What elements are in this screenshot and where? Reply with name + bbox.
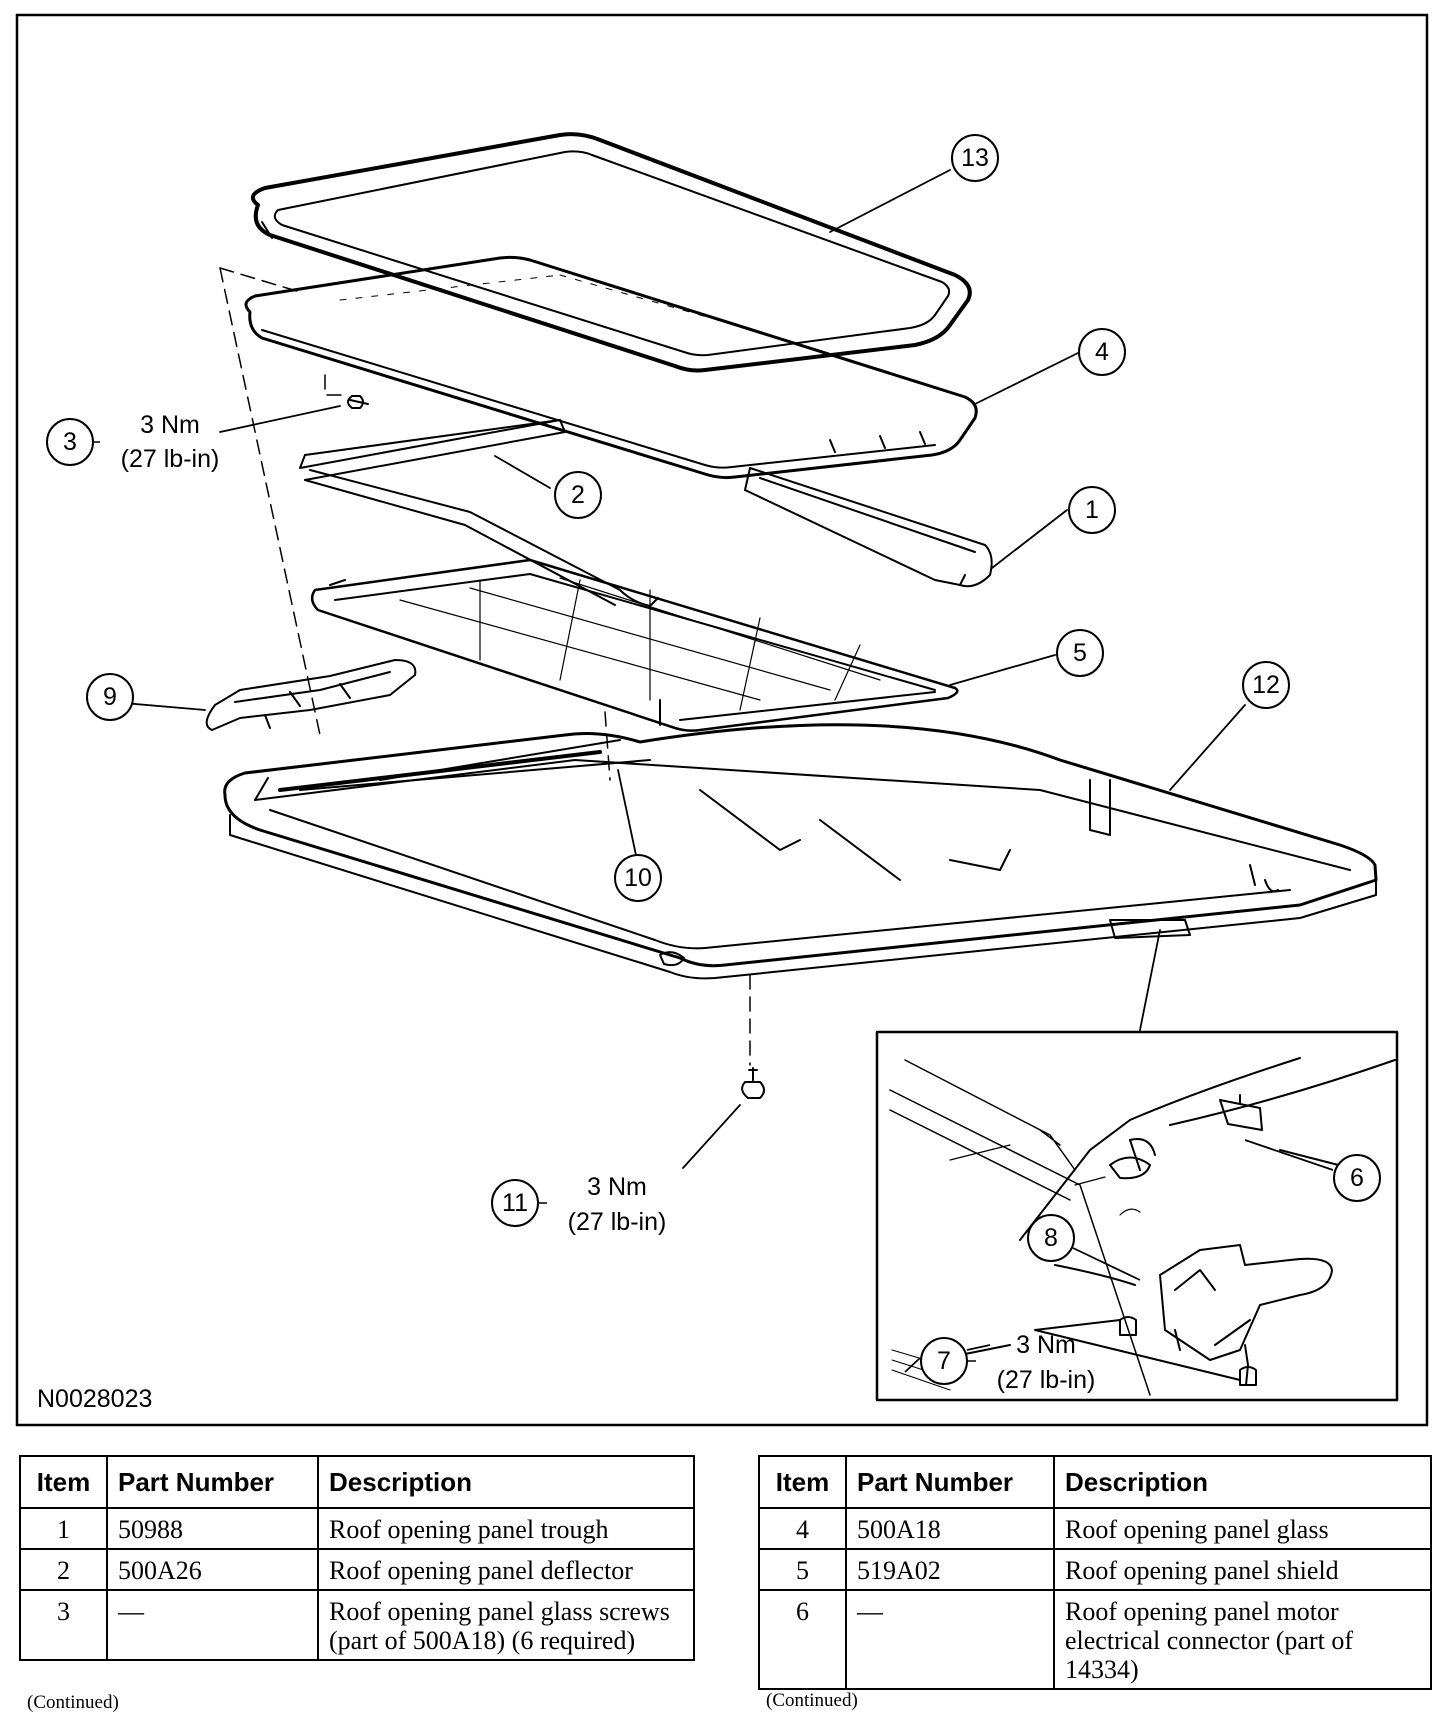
diagram-frame xyxy=(15,13,1429,1427)
torque-11-nm: 3 Nm xyxy=(587,1173,647,1201)
callout-8-label: 8 xyxy=(1044,1224,1058,1252)
table-row: 4 500A18 Roof opening panel glass xyxy=(758,1507,1432,1550)
header-part-number: Part Number xyxy=(106,1455,319,1509)
header-part-number: Part Number xyxy=(845,1455,1055,1509)
cell-item: 3 xyxy=(19,1589,108,1661)
cell-description: Roof opening panel shield xyxy=(1053,1548,1432,1591)
bracket-part xyxy=(205,659,417,731)
cell-part-number: 500A18 xyxy=(845,1507,1055,1550)
diagram-ref-code: N0028023 xyxy=(37,1385,152,1413)
cell-description: Roof opening panel glass screws (part of… xyxy=(317,1589,695,1661)
header-description: Description xyxy=(1053,1455,1432,1509)
callout-11-label: 11 xyxy=(502,1189,528,1217)
cell-part-number: 500A26 xyxy=(106,1548,319,1591)
callout-4-label: 4 xyxy=(1095,338,1109,366)
callout-5-label: 5 xyxy=(1073,639,1087,667)
torque-3-lbin: (27 lb-in) xyxy=(121,445,220,473)
callout-10-circle xyxy=(614,854,662,902)
callout-6-circle xyxy=(1333,1154,1381,1202)
torque-7-lbin: (27 lb-in) xyxy=(997,1366,1096,1394)
callout-6-label: 6 xyxy=(1350,1164,1364,1192)
leader-lines xyxy=(87,169,1246,1169)
glass-panel-part xyxy=(244,255,978,480)
cell-part-number: 519A02 xyxy=(845,1548,1055,1591)
inset-detail xyxy=(875,1030,1399,1402)
table-row: 6 — Roof opening panel motor electrical … xyxy=(758,1589,1432,1690)
callout-3-label: 3 xyxy=(63,428,77,456)
table-row: 5 519A02 Roof opening panel shield xyxy=(758,1548,1432,1591)
callout-5-circle xyxy=(1056,629,1104,677)
cell-item: 1 xyxy=(19,1507,108,1550)
header-item: Item xyxy=(758,1455,847,1509)
assembly-lines xyxy=(219,267,751,1066)
table-row: 2 500A26 Roof opening panel deflector xyxy=(19,1548,695,1591)
callout-7-label: 7 xyxy=(937,1347,951,1375)
cell-part-number: 50988 xyxy=(106,1507,319,1550)
table-header-row: Item Part Number Description xyxy=(758,1455,1432,1509)
callout-2-label: 2 xyxy=(571,481,585,509)
parts-table-right: Item Part Number Description 4 500A18 Ro… xyxy=(758,1455,1432,1690)
header-item: Item xyxy=(19,1455,108,1509)
torque-11-lbin: (27 lb-in) xyxy=(568,1208,667,1236)
cell-description: Roof opening panel glass xyxy=(1053,1507,1432,1550)
cell-description: Roof opening panel deflector xyxy=(317,1548,695,1591)
callout-10-label: 10 xyxy=(624,864,652,892)
screw-3-part xyxy=(347,395,369,409)
continued-note-left: (Continued) xyxy=(27,1692,119,1713)
continued-note-right: (Continued) xyxy=(766,1690,858,1711)
callout-13-circle xyxy=(951,134,999,182)
callout-1-label: 1 xyxy=(1085,496,1099,524)
callout-2-circle xyxy=(554,471,602,519)
callout-12-circle xyxy=(1242,661,1290,709)
trough-part xyxy=(744,467,993,588)
parts-table-left: Item Part Number Description 1 50988 Roo… xyxy=(19,1455,695,1661)
torque-3-nm: 3 Nm xyxy=(140,411,200,439)
callout-4-circle xyxy=(1078,328,1126,376)
callout-1-circle xyxy=(1068,486,1116,534)
exploded-roof-panel-diagram: 1 2 3 4 5 6 7 8 9 10 11 12 13 3 Nm (27 l… xyxy=(15,13,1429,1427)
torque-7-nm: 3 Nm xyxy=(1016,1331,1076,1359)
table-row: 3 — Roof opening panel glass screws (par… xyxy=(19,1589,695,1661)
callout-9-circle xyxy=(86,673,134,721)
callout-12-label: 12 xyxy=(1252,671,1280,699)
cell-item: 5 xyxy=(758,1548,847,1591)
glass-seal-part xyxy=(250,132,972,373)
cell-item: 6 xyxy=(758,1589,847,1690)
cell-part-number: — xyxy=(845,1589,1055,1690)
shield-part xyxy=(310,558,959,732)
table-header-row: Item Part Number Description xyxy=(19,1455,695,1509)
cell-part-number: — xyxy=(106,1589,319,1661)
roof-frame-part xyxy=(223,723,1378,980)
header-description: Description xyxy=(317,1455,695,1509)
deflector-part xyxy=(299,419,659,607)
cell-item: 2 xyxy=(19,1548,108,1591)
callout-8-circle xyxy=(1027,1214,1075,1262)
callout-13-label: 13 xyxy=(961,144,989,172)
cell-description: Roof opening panel motor electrical conn… xyxy=(1053,1589,1432,1690)
screw-11-part xyxy=(741,1067,765,1099)
table-row: 1 50988 Roof opening panel trough xyxy=(19,1507,695,1550)
cell-description: Roof opening panel trough xyxy=(317,1507,695,1550)
cell-item: 4 xyxy=(758,1507,847,1550)
callout-9-label: 9 xyxy=(103,683,117,711)
